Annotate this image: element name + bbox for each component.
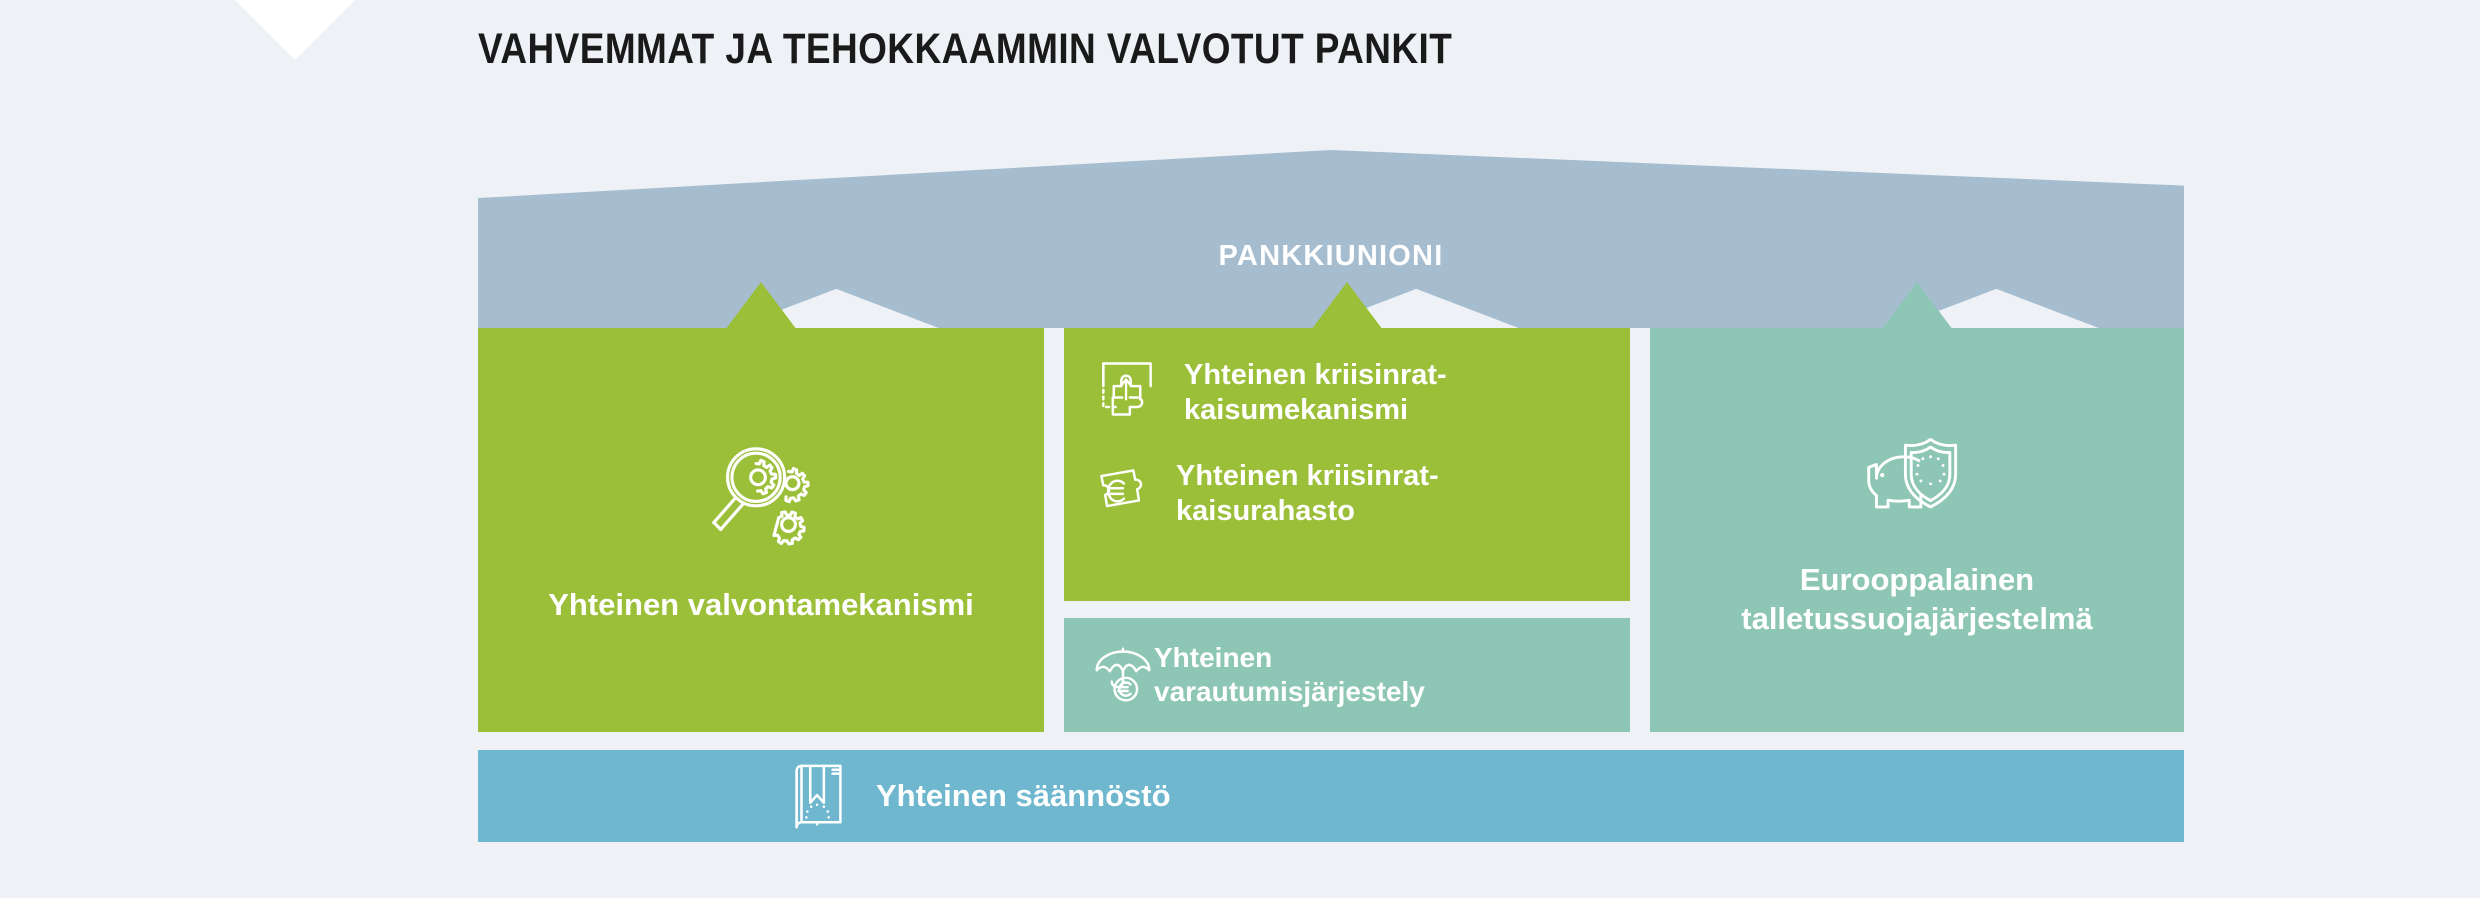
roof-label: PANKKIUNIONI [1218, 240, 1444, 272]
puzzle-piece-arrow-icon [1092, 354, 1162, 424]
piggy-bank-eu-shield-icon [1861, 422, 1973, 534]
resolution-fund-item[interactable]: Yhteinen kriisinrat- kaisurahasto [1092, 455, 1630, 530]
resolution-mechanism-item[interactable]: Yhteinen kriisinrat- kaisumekanismi [1092, 354, 1630, 429]
resolution-fund-label: Yhteinen kriisinrat- kaisurahasto [1176, 459, 1439, 528]
foundation-single-rulebook[interactable]: Yhteinen säännöstö [478, 750, 2184, 842]
decorative-triangle-icon [233, 0, 357, 60]
pillar-deposit-insurance-label: Eurooppalainen talletussuojajärjestelmä [1741, 561, 2093, 636]
magnifier-gears-icon [702, 436, 820, 554]
pillar-deposit-insurance[interactable]: Eurooppalainen talletussuojajärjestelmä [1650, 282, 2184, 732]
rulebook-eu-stars-icon [788, 761, 850, 831]
common-backstop-item[interactable]: Yhteinen varautumisjärjestely [1064, 618, 1630, 732]
page-title: VAHVEMMAT JA TEHOKKAAMMIN VALVOTUT PANKI… [478, 25, 1453, 73]
pillar-resolution[interactable]: Yhteinen kriisinrat- kaisumekanismi [1064, 282, 1630, 601]
pillar-resolution-group: Yhteinen kriisinrat- kaisumekanismi [1064, 282, 1630, 732]
puzzle-piece-euro-icon [1092, 455, 1154, 523]
resolution-mechanism-label: Yhteinen kriisinrat- kaisumekanismi [1184, 359, 1447, 427]
foundation-label: Yhteinen säännöstö [876, 778, 1171, 813]
banking-union-house-diagram: PANKKIUNIONI [478, 150, 2184, 842]
pillars-row: Yhteinen valvontamekanismi [478, 282, 2184, 732]
common-backstop-label: Yhteinen varautumisjärjestely [1154, 641, 1425, 707]
pillar-supervision-label: Yhteinen valvontamekanismi [548, 587, 974, 623]
pillar-supervision[interactable]: Yhteinen valvontamekanismi [478, 282, 1044, 732]
umbrella-euro-icon [1092, 644, 1154, 706]
